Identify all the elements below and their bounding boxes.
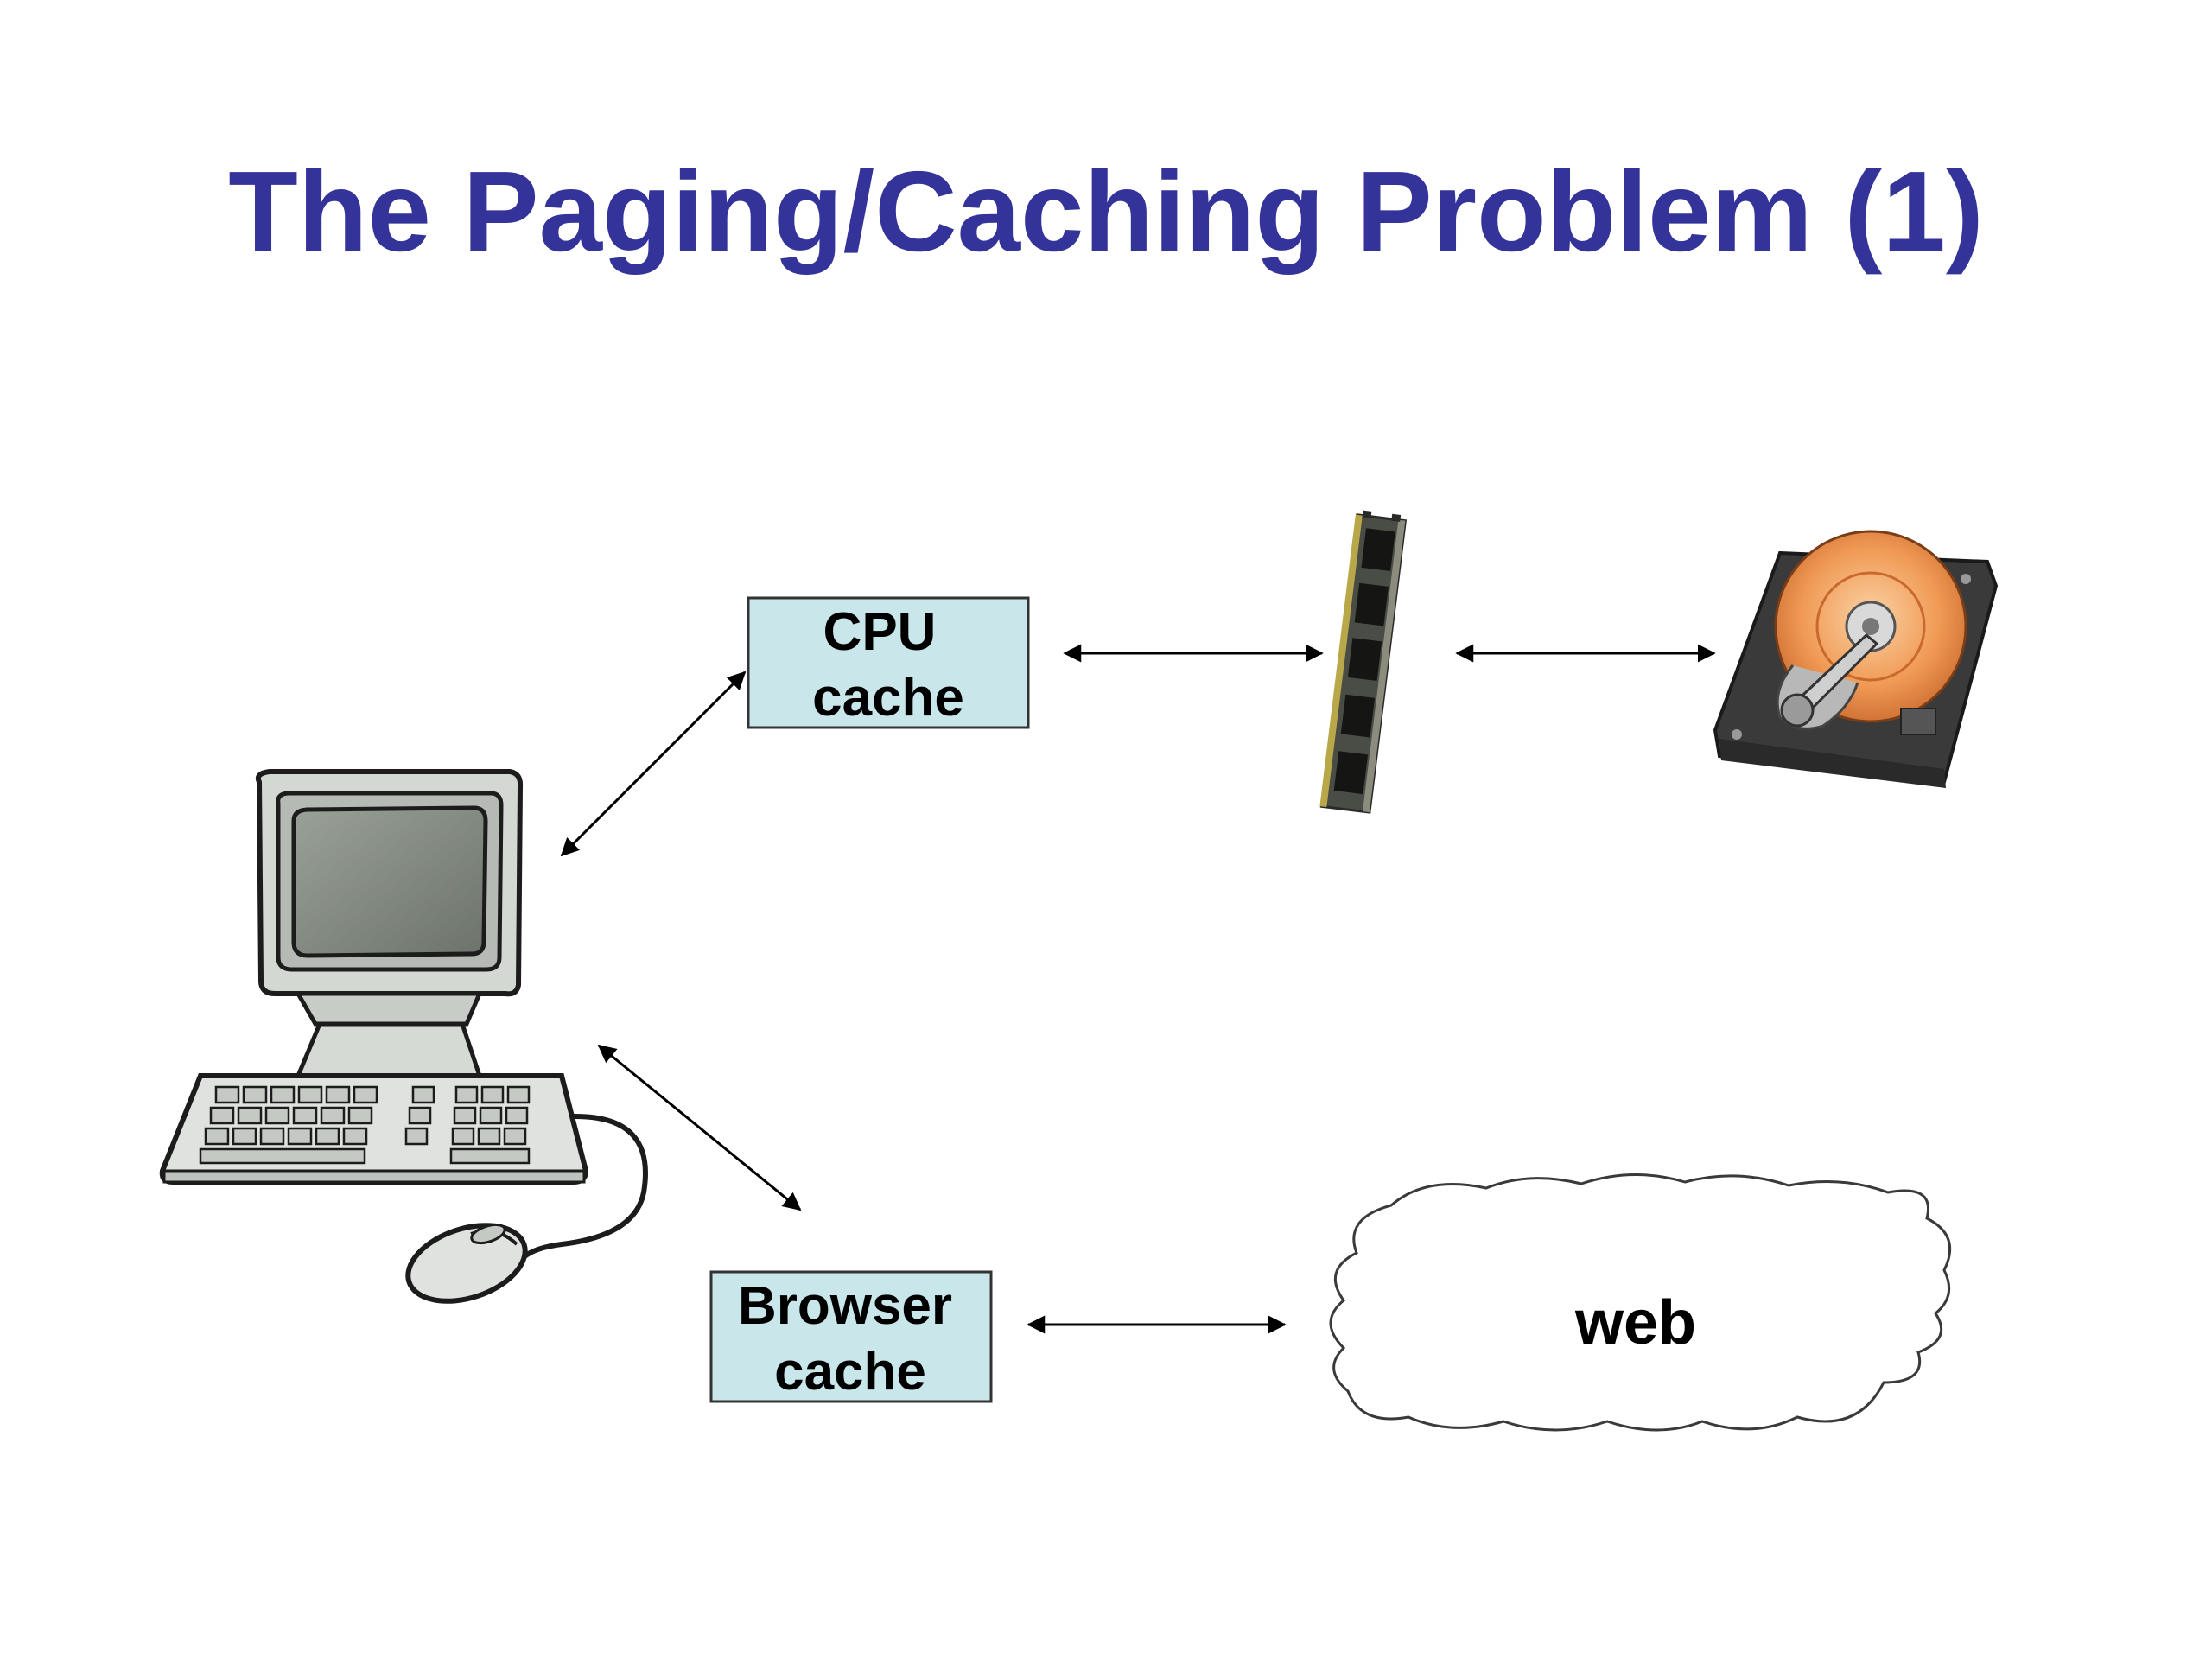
slide-title: The Paging/Caching Problem (1) (228, 148, 1984, 275)
browser-cache-label-line2: cache (774, 1342, 926, 1402)
cpu-cache-label-line1: CPU (823, 602, 937, 662)
cloud-shape (1329, 1173, 1952, 1432)
browser-cache-label-line1: Browser (738, 1276, 952, 1336)
cpu-cache-node: CPU cache (747, 596, 1030, 729)
cpu-cache-label-line2: cache (812, 668, 964, 728)
arrow-computer-browser-cache (597, 1044, 802, 1211)
hard-disk-icon (1713, 530, 1999, 788)
computer-icon (159, 769, 648, 1304)
ram-module-icon (1319, 510, 1408, 814)
web-label: web (1574, 1288, 1696, 1357)
web-cloud: web (1329, 1173, 1952, 1432)
arrow-computer-cpu-cache (560, 671, 747, 857)
browser-cache-box (709, 1270, 993, 1403)
browser-cache-node: Browser cache (709, 1270, 993, 1403)
cpu-cache-box (747, 596, 1030, 729)
connector-arrows (560, 644, 1716, 1334)
